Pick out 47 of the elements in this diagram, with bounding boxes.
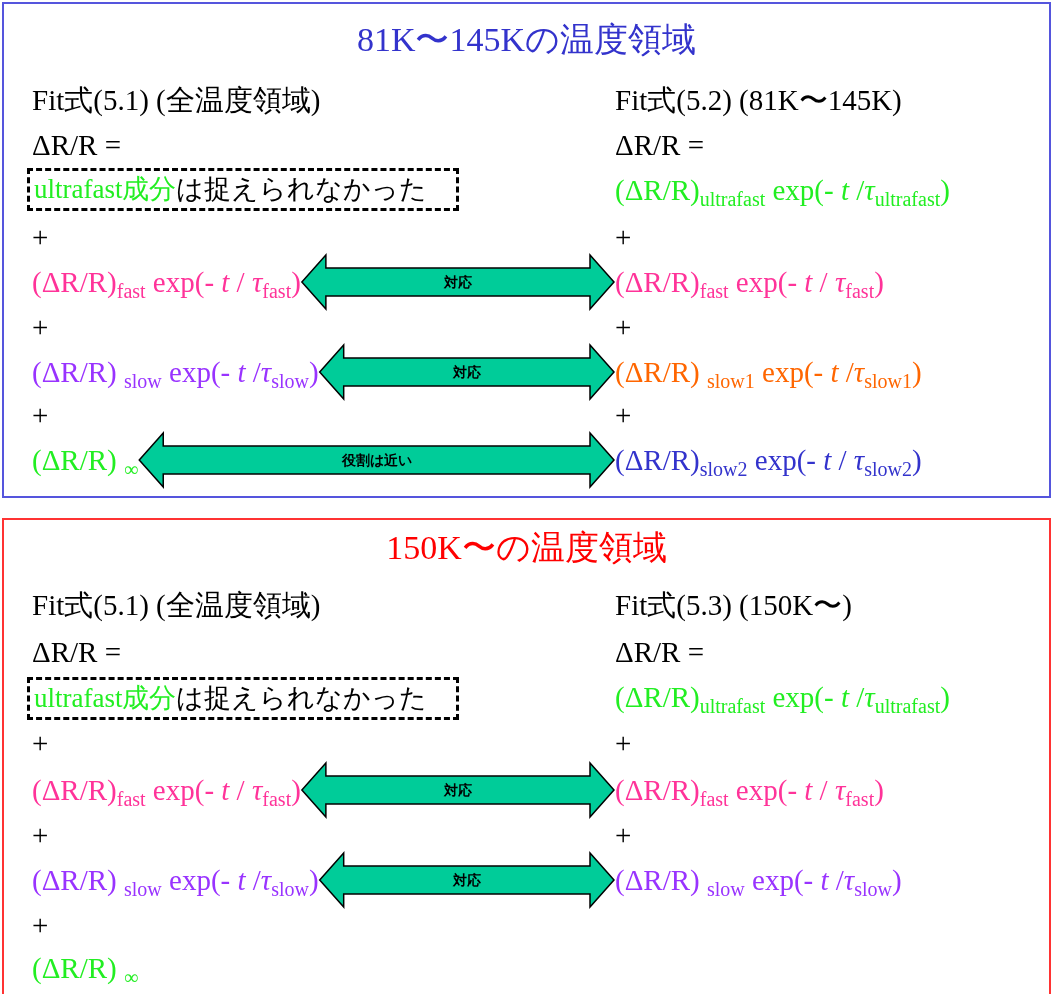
panel bbox=[2, 518, 1051, 994]
formula-line: + bbox=[615, 726, 632, 761]
note-box: ultrafast成分は捉えられなかった bbox=[27, 677, 459, 720]
formula-line: + bbox=[32, 398, 49, 433]
formula-line: + bbox=[32, 220, 49, 255]
formula-term: (ΔR/R) $_{slow}$ exp(- t /τ$_{slow}$) bbox=[615, 860, 902, 900]
double-arrow bbox=[318, 343, 615, 401]
formula-line: Fit式(5.2) (81K〜145K) bbox=[615, 83, 902, 118]
formula-line: + bbox=[32, 310, 49, 345]
formula-term: (ΔR/R)$_{slow2}$ exp(- t / τ$_{slow2}$) bbox=[615, 440, 922, 480]
formula-line: ΔR/R = bbox=[615, 635, 704, 670]
formula-term: (ΔR/R) $_{slow}$ exp(- t /τ$_{slow}$) bbox=[32, 860, 319, 900]
formula-line: + bbox=[615, 818, 632, 853]
formula-line: + bbox=[32, 908, 49, 943]
formula-line: + bbox=[615, 310, 632, 345]
formula-line: + bbox=[32, 726, 49, 761]
formula-term: (ΔR/R)$_{fast}$ exp(- t / τ$_{fast}$) bbox=[32, 262, 301, 302]
formula-line: + bbox=[615, 398, 632, 433]
formula-term: (ΔR/R) $_{∞}$ bbox=[32, 440, 139, 480]
edge-label: 対応 bbox=[443, 781, 472, 799]
formula-line: + bbox=[615, 220, 632, 255]
formula-line: + bbox=[32, 818, 49, 853]
formula-line: (ΔR/R)$_{ultrafast}$ exp(- t /τ$_{ultrafast}$) bbox=[615, 173, 950, 210]
double-arrow bbox=[318, 851, 615, 909]
formula-term: (ΔR/R)$_{fast}$ exp(- t / τ$_{fast}$) bbox=[615, 262, 884, 302]
double-arrow bbox=[300, 761, 615, 819]
panel-title: 81K〜145Kの温度領域 bbox=[356, 20, 697, 60]
edge-label: 対応 bbox=[452, 363, 481, 381]
formula-term: (ΔR/R)$_{fast}$ exp(- t / τ$_{fast}$) bbox=[615, 770, 884, 810]
double-arrow bbox=[138, 431, 615, 489]
double-arrow bbox=[300, 253, 615, 311]
formula-line: Fit式(5.1) (全温度領域) bbox=[32, 588, 321, 623]
edge-label: 対応 bbox=[443, 273, 472, 291]
panel-title: 150K〜の温度領域 bbox=[386, 528, 667, 568]
edge-label: 役割は近い bbox=[341, 451, 412, 469]
formula-line: (ΔR/R)$_{ultrafast}$ exp(- t /τ$_{ultrafast}$) bbox=[615, 680, 950, 717]
formula-line: (ΔR/R) $_{∞}$ bbox=[32, 951, 139, 988]
formula-term: (ΔR/R) $_{slow1}$ exp(- t /τ$_{slow1}$) bbox=[615, 352, 922, 392]
note-box: ultrafast成分は捉えられなかった bbox=[27, 168, 459, 211]
formula-line: ΔR/R = bbox=[615, 128, 704, 163]
edge-label: 対応 bbox=[452, 871, 481, 889]
formula-line: ΔR/R = bbox=[32, 635, 121, 670]
formula-line: Fit式(5.1) (全温度領域) bbox=[32, 83, 321, 118]
formula-line: ΔR/R = bbox=[32, 128, 121, 163]
formula-line: Fit式(5.3) (150K〜) bbox=[615, 588, 852, 623]
formula-term: (ΔR/R)$_{fast}$ exp(- t / τ$_{fast}$) bbox=[32, 770, 301, 810]
formula-term: (ΔR/R) $_{slow}$ exp(- t /τ$_{slow}$) bbox=[32, 352, 319, 392]
